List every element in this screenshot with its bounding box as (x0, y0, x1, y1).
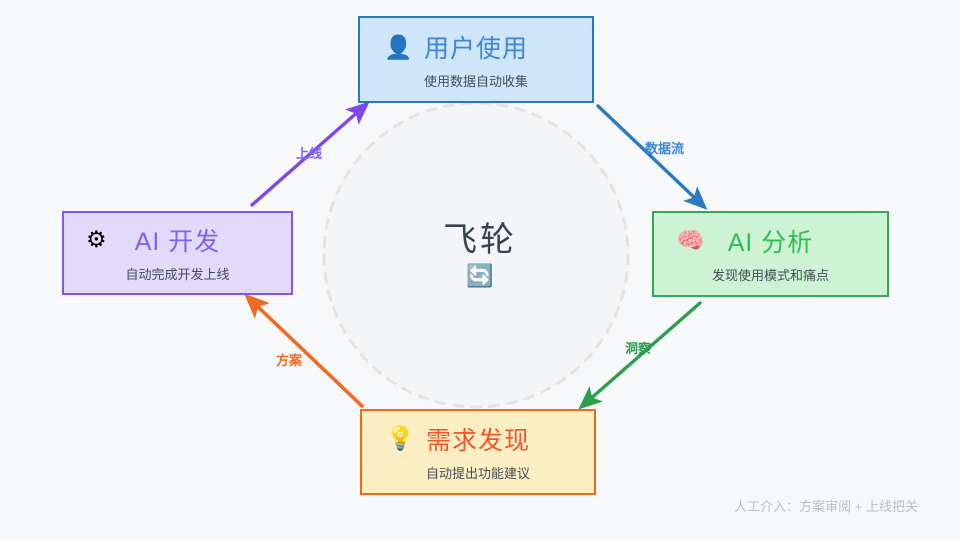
edge-plan-arrow (244, 293, 364, 408)
flywheel-dashed-ring (322, 101, 630, 409)
node-user-usage-subtitle: 使用数据自动收集 (423, 74, 528, 89)
brain-icon: 🧠 (676, 227, 705, 253)
node-ai-development-title: AI 开发 (134, 227, 221, 256)
gear-icon: ⚙ (86, 226, 107, 252)
node-demand-discovery-title: 需求发现 (425, 426, 530, 455)
edge-label-data-flow: 数据流 (645, 141, 685, 156)
user-icon: 👤 (384, 33, 413, 60)
node-ai-analysis-subtitle: 发现使用模式和痛点 (711, 267, 829, 283)
node-ai-development-header: ⚙ AI 开发 (64, 220, 291, 260)
node-ai-development[interactable]: ⚙ AI 开发 自动完成开发上线 (62, 211, 293, 295)
edge-label-insight: 洞察 (625, 341, 652, 356)
node-user-usage-header: 👤 用户使用 (360, 27, 592, 67)
node-demand-discovery-subtitle: 自动提出功能建议 (425, 465, 530, 481)
node-demand-discovery[interactable]: 💡 需求发现 自动提出功能建议 (360, 409, 596, 495)
node-ai-development-subtitle: 自动完成开发上线 (125, 266, 230, 282)
edge-label-plan: 方案 (276, 353, 303, 368)
footer-note: 人工介入：方案审阅 + 上线把关 (734, 499, 918, 514)
node-user-usage-title: 用户使用 (423, 35, 528, 63)
edge-label-deploy: 上线 (296, 146, 323, 161)
node-ai-analysis-header: 🧠 AI 分析 (654, 221, 887, 261)
node-demand-discovery-header: 💡 需求发现 (362, 419, 594, 459)
node-ai-analysis[interactable]: 🧠 AI 分析 发现使用模式和痛点 (652, 211, 889, 297)
lightbulb-icon: 💡 (386, 425, 415, 451)
node-user-usage[interactable]: 👤 用户使用 使用数据自动收集 (358, 16, 594, 103)
flywheel-ring-fill (324, 103, 628, 407)
node-ai-analysis-title: AI 分析 (727, 228, 814, 257)
